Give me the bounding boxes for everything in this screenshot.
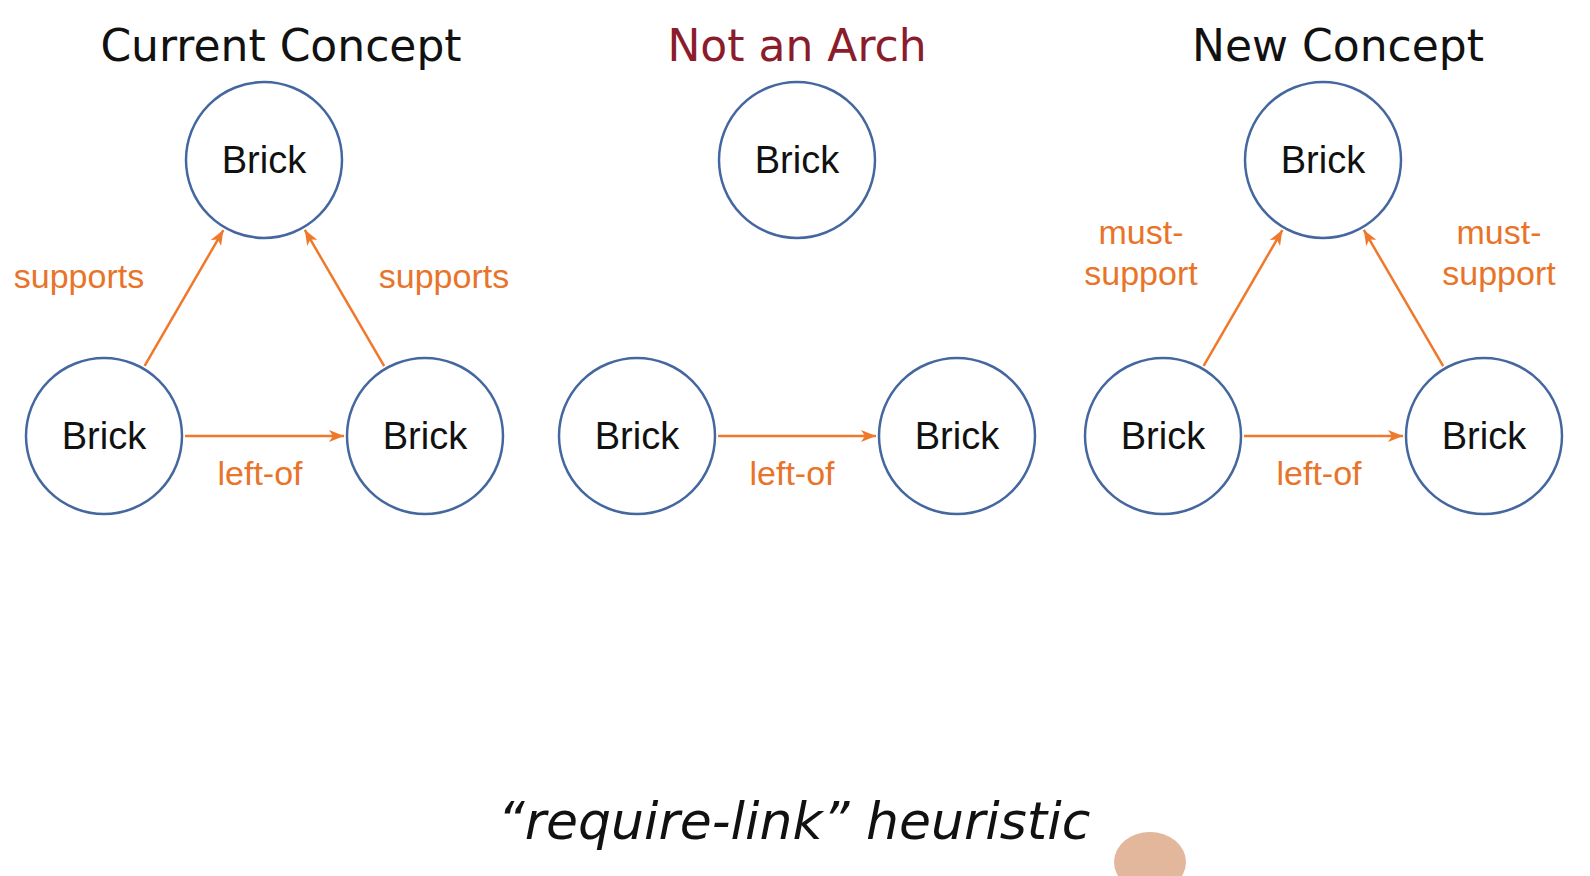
section-heading: Not an Arch [667,20,926,71]
circle-shape [1085,358,1241,514]
node-label: Brick [62,415,146,458]
edge-label: must- support [1439,212,1558,294]
relation-arrow [145,230,224,366]
circle-shape [879,358,1035,514]
edge-label: left-of [214,453,305,494]
circle-shape [1406,358,1562,514]
brick-circle: Brick [345,356,505,516]
circle-shape [26,358,182,514]
node-label: Brick [1121,415,1205,458]
relation-arrow [718,435,876,438]
edge-label: supports [376,256,512,297]
node-label: Brick [383,415,467,458]
node-label: Brick [915,415,999,458]
brick-circle: Brick [717,80,877,240]
brick-circle: Brick [1083,356,1243,516]
node-label: Brick [1281,139,1365,182]
circle-shape [1245,82,1401,238]
edge-label: must- support [1081,212,1200,294]
edge-label: left-of [1273,453,1364,494]
brick-circle: Brick [1243,80,1403,240]
relation-arrow [185,435,344,438]
edge-label: supports [11,256,147,297]
circle-shape [719,82,875,238]
node-label: Brick [755,139,839,182]
circle-shape [186,82,342,238]
relation-arrow [1204,230,1283,366]
section-heading: New Concept [1192,20,1484,71]
relation-arrow [1364,230,1443,366]
circle-shape [559,358,715,514]
brick-circle: Brick [1404,356,1564,516]
node-label: Brick [595,415,679,458]
brick-circle: Brick [877,356,1037,516]
edge-label: left-of [746,453,837,494]
presenter-hand [1114,832,1186,876]
node-label: Brick [1442,415,1526,458]
brick-circle: Brick [24,356,184,516]
brick-circle: Brick [557,356,717,516]
brick-circle: Brick [184,80,344,240]
section-heading: Current Concept [100,20,461,71]
caption: “require-link” heuristic [498,791,1091,851]
relation-arrow [305,230,384,366]
node-label: Brick [222,139,306,182]
circle-shape [347,358,503,514]
relation-arrow [1244,435,1403,438]
